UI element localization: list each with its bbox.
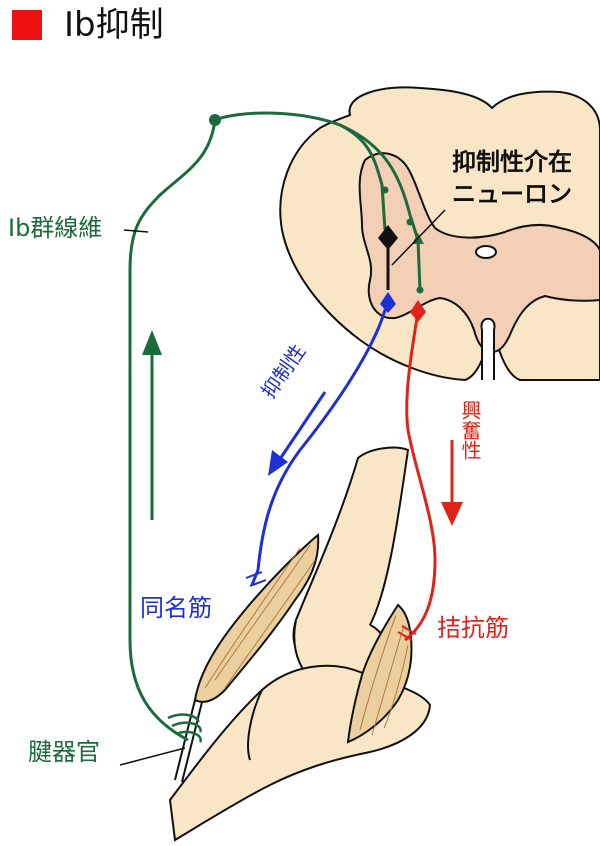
antagonist-muscle-fibers bbox=[359, 614, 409, 736]
tendon-organ-label: 腱器官 bbox=[28, 738, 100, 766]
homonymous-muscle-label: 同名筋 bbox=[140, 594, 212, 622]
page-title: Ⅰb抑制 bbox=[12, 8, 164, 42]
homonymous-motor-soma bbox=[380, 292, 396, 313]
title-marker bbox=[12, 10, 42, 40]
homonymous-muscle-fibers bbox=[204, 544, 316, 689]
tendon-organ-coil bbox=[167, 713, 202, 743]
interneuron-pointer bbox=[391, 209, 446, 266]
antagonist-endplate bbox=[397, 625, 417, 641]
antagonist-motor-soma bbox=[410, 300, 426, 322]
homonymous-endplate bbox=[245, 571, 267, 587]
ib-fiber-leader bbox=[123, 229, 149, 233]
ib-direction-arrowhead bbox=[142, 330, 162, 355]
ib-terminal-2 bbox=[406, 218, 414, 226]
inhibitory-direction-arrow bbox=[276, 391, 327, 463]
antagonist-muscle-label: 拮抗筋 bbox=[437, 614, 509, 642]
tendon-organ-leader bbox=[119, 747, 186, 766]
inhibitory-direction-arrowhead bbox=[268, 450, 288, 476]
central-canal bbox=[475, 245, 497, 259]
ib-fiber-dorsal-root-ganglion bbox=[209, 114, 221, 126]
ib-fiber-label: Ⅰb群線維 bbox=[8, 214, 103, 242]
patella-outline bbox=[247, 689, 263, 761]
excitatory-direction-arrowhead bbox=[441, 502, 463, 526]
title-text: Ⅰb抑制 bbox=[64, 5, 164, 45]
ib-terminal-1 bbox=[381, 186, 389, 194]
interneuron-label-line2: ニューロン bbox=[452, 180, 572, 208]
excitatory-label: 興奮性 bbox=[458, 400, 482, 460]
interneuron-soma bbox=[378, 225, 398, 250]
antagonist-motor-axon bbox=[404, 311, 437, 642]
ib-terminal-3 bbox=[416, 286, 424, 294]
interneuron-label-line1: 抑制性介在 bbox=[452, 148, 572, 176]
ib-fiber-branch bbox=[339, 123, 422, 291]
homonymous-motor-axon bbox=[250, 297, 390, 586]
anterior-median-fissure bbox=[480, 317, 496, 380]
